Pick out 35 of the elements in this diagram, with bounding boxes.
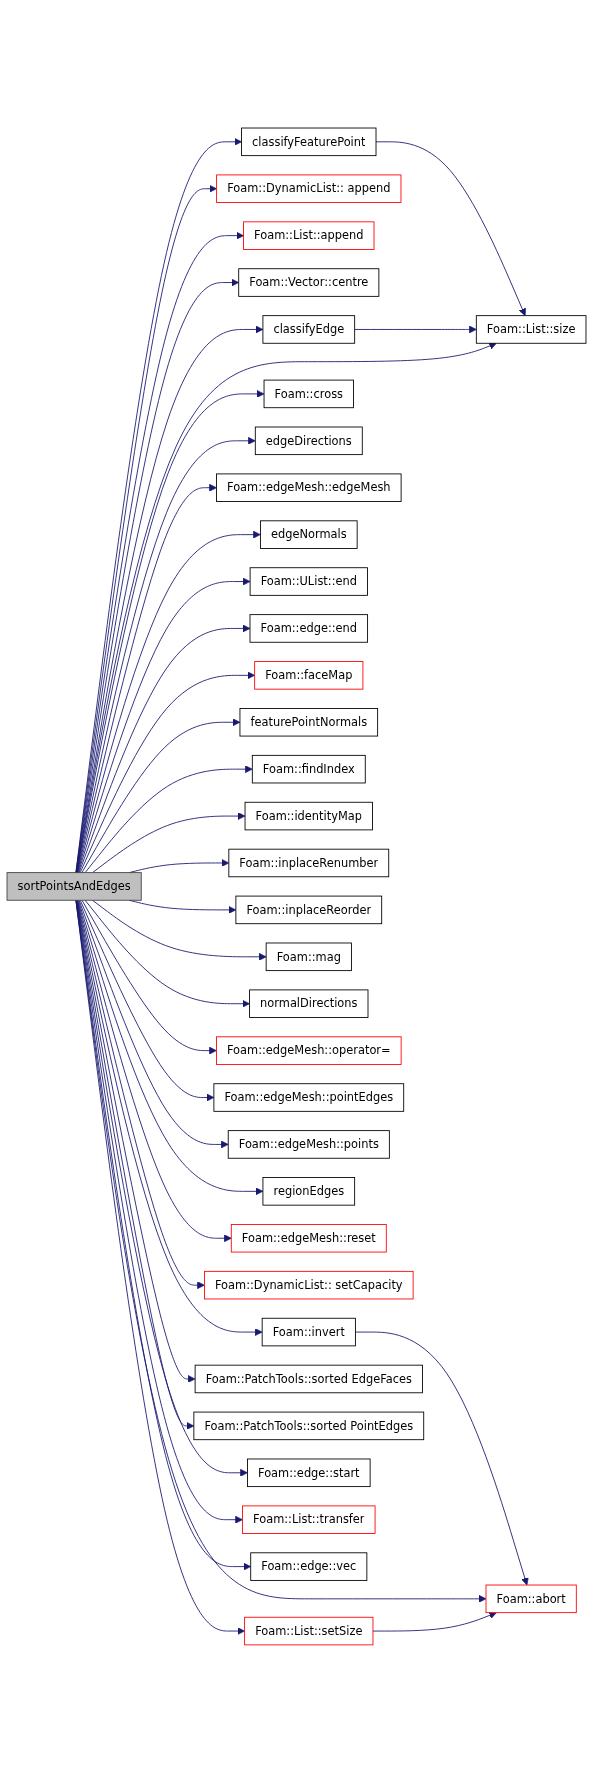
node-box: Foam::edgeMesh::points bbox=[227, 1129, 390, 1159]
node-box: Foam::faceMap bbox=[254, 660, 364, 690]
node-box: Foam::invert bbox=[261, 1317, 356, 1346]
node-box: Foam::List::transfer bbox=[242, 1505, 376, 1534]
node-box: Foam::Vector::centre bbox=[238, 267, 380, 297]
node-box: classifyEdge bbox=[262, 314, 356, 344]
node-box: Foam::edgeMesh::edgeMesh bbox=[216, 473, 402, 502]
node-box: Foam::PatchTools::sorted EdgeFaces bbox=[194, 1364, 423, 1393]
node-box: featurePointNormals bbox=[239, 707, 379, 737]
node-box: classifyFeaturePoint bbox=[241, 127, 377, 156]
node-box: Foam::edgeMesh::reset bbox=[230, 1223, 387, 1253]
node-box: Foam::edge::vec bbox=[250, 1551, 368, 1581]
node-box: Foam::inplaceRenumber bbox=[228, 848, 390, 877]
node-box: Foam::DynamicList:: setCapacity bbox=[204, 1270, 414, 1299]
node-box: Foam::mag bbox=[265, 942, 352, 971]
node-box: Foam::DynamicList:: append bbox=[216, 174, 402, 203]
node-box: Foam::edgeMesh::operator= bbox=[216, 1035, 402, 1065]
node-box: Foam::edge::end bbox=[249, 613, 368, 643]
node-box: Foam::List::append bbox=[243, 220, 375, 250]
node-box: Foam::edgeMesh::pointEdges bbox=[213, 1082, 405, 1112]
node-box: edgeNormals bbox=[260, 519, 358, 549]
node-box: sortPointsAndEdges bbox=[6, 871, 142, 901]
node-box: Foam::inplaceReorder bbox=[235, 895, 383, 924]
node-box: regionEdges bbox=[262, 1176, 356, 1206]
node-box: Foam::List::size bbox=[475, 314, 587, 344]
node-box: Foam::edge::start bbox=[247, 1458, 371, 1487]
node-box: Foam::identityMap bbox=[244, 801, 373, 830]
node-box: Foam::UList::end bbox=[249, 566, 368, 596]
node-box: normalDirections bbox=[249, 989, 369, 1018]
node-box: Foam::List::setSize bbox=[244, 1616, 374, 1645]
node-box: Foam::PatchTools::sorted PointEdges bbox=[193, 1411, 425, 1440]
node-box: Foam::findIndex bbox=[251, 754, 366, 783]
node-box: edgeDirections bbox=[254, 426, 363, 455]
node-box: Foam::cross bbox=[263, 379, 354, 408]
node-box: Foam::abort bbox=[485, 1584, 577, 1613]
